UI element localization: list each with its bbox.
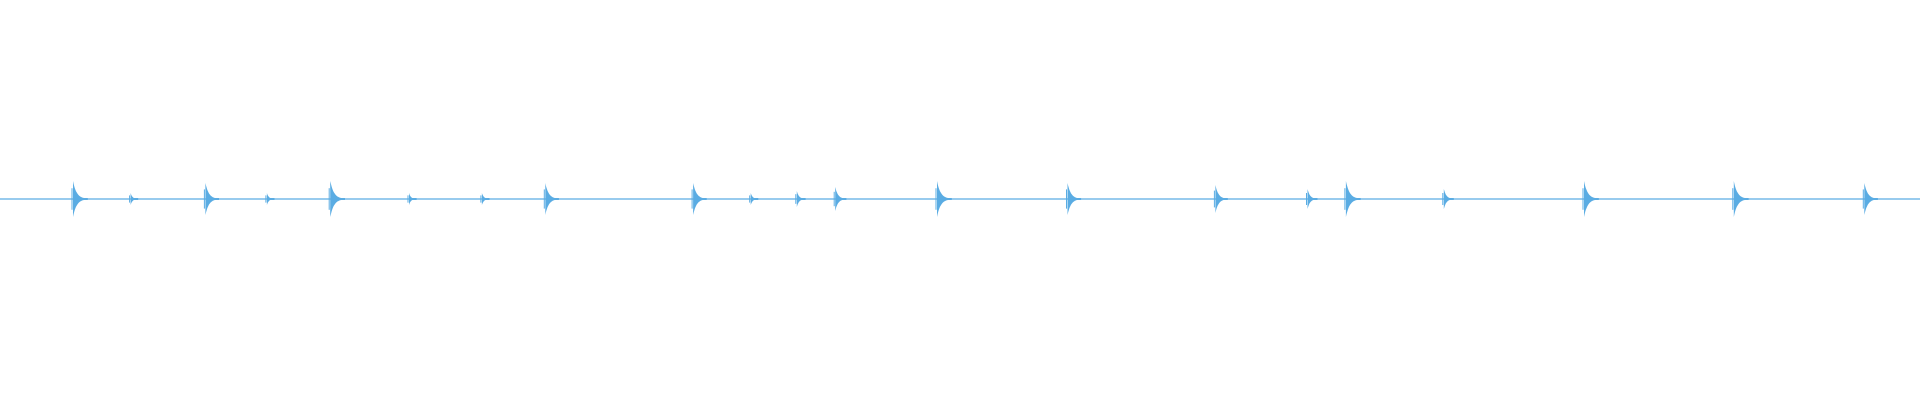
waveform-burst [1345, 181, 1361, 217]
waveform-burst [266, 193, 275, 205]
waveform-burst [409, 193, 417, 205]
waveform-burst [1733, 181, 1749, 217]
waveform-bursts [71, 181, 1878, 217]
waveform-burst [693, 183, 707, 215]
waveform-burst [1307, 189, 1318, 209]
waveform-burst [750, 193, 759, 205]
waveform-burst [1067, 183, 1082, 215]
waveform-burst [835, 187, 847, 211]
waveform-burst [205, 183, 219, 215]
waveform-burst [545, 183, 559, 215]
waveform-burst [1584, 181, 1599, 217]
waveform-burst [1864, 183, 1878, 215]
waveform-burst [796, 191, 806, 207]
waveform-burst [937, 181, 952, 217]
waveform-burst [330, 181, 345, 217]
waveform-burst [1215, 185, 1228, 213]
waveform-burst [481, 193, 490, 205]
waveform-burst [130, 193, 139, 205]
waveform-burst [73, 181, 88, 217]
waveform-burst [1443, 189, 1454, 209]
